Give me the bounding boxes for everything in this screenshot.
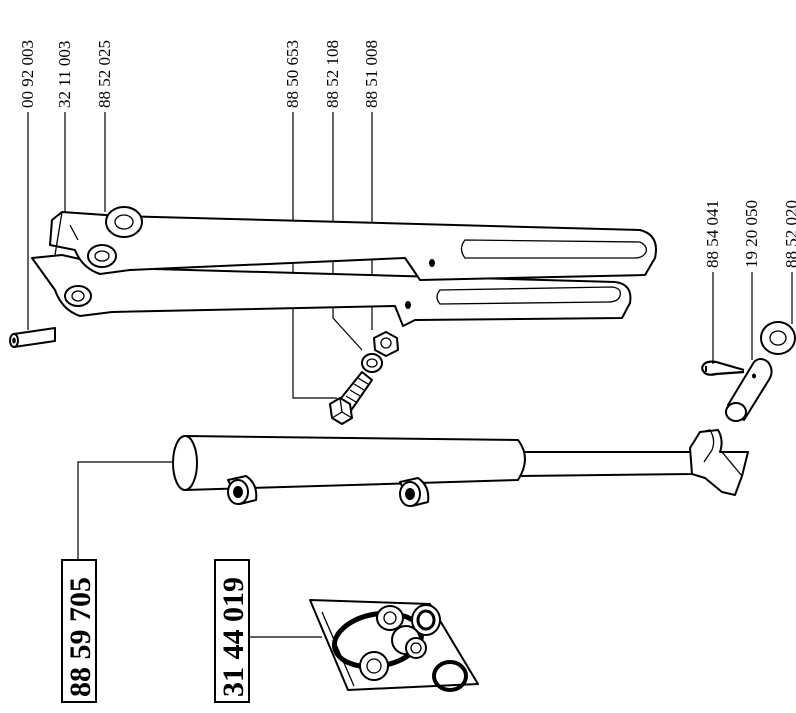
assembly-label-seal-kit: 31 44 019 (214, 559, 250, 703)
part-label-88-54-041: 88 54 041 (703, 200, 722, 268)
leader-lines (27, 112, 793, 638)
cylinder-part-number: 88 59 705 (64, 577, 97, 697)
seal-kit-part-number: 31 44 019 (217, 577, 250, 697)
pin-00-92-003 (9, 327, 56, 348)
part-label-88-52-108: 88 52 108 (323, 40, 342, 108)
bracket-plates-32-11-003 (31, 211, 657, 327)
seal-kit-31-44-019 (309, 599, 479, 692)
part-label-00-92-003: 00 92 003 (18, 40, 37, 108)
washer-88-52-025 (105, 206, 143, 238)
part-label-88-50-653: 88 50 653 (283, 40, 302, 108)
washer-88-52-108 (361, 353, 383, 373)
assembly-label-cylinder: 88 59 705 (61, 559, 97, 703)
bolt-88-50-653 (329, 371, 373, 425)
part-label-88-51-008: 88 51 008 (362, 40, 381, 108)
part-label-88-52-025: 88 52 025 (95, 40, 114, 108)
part-label-19-20-050: 19 20 050 (742, 200, 761, 268)
cotter-pin-88-54-041 (700, 360, 745, 376)
nut-88-51-008 (373, 331, 399, 357)
washer-88-52-020 (760, 321, 796, 355)
clevis-pin-19-20-050 (725, 358, 773, 422)
part-label-32-11-003: 32 11 003 (55, 41, 74, 108)
hydraulic-cylinder-88-59-705 (172, 429, 749, 507)
part-label-88-52-020: 88 52 020 (782, 200, 796, 268)
